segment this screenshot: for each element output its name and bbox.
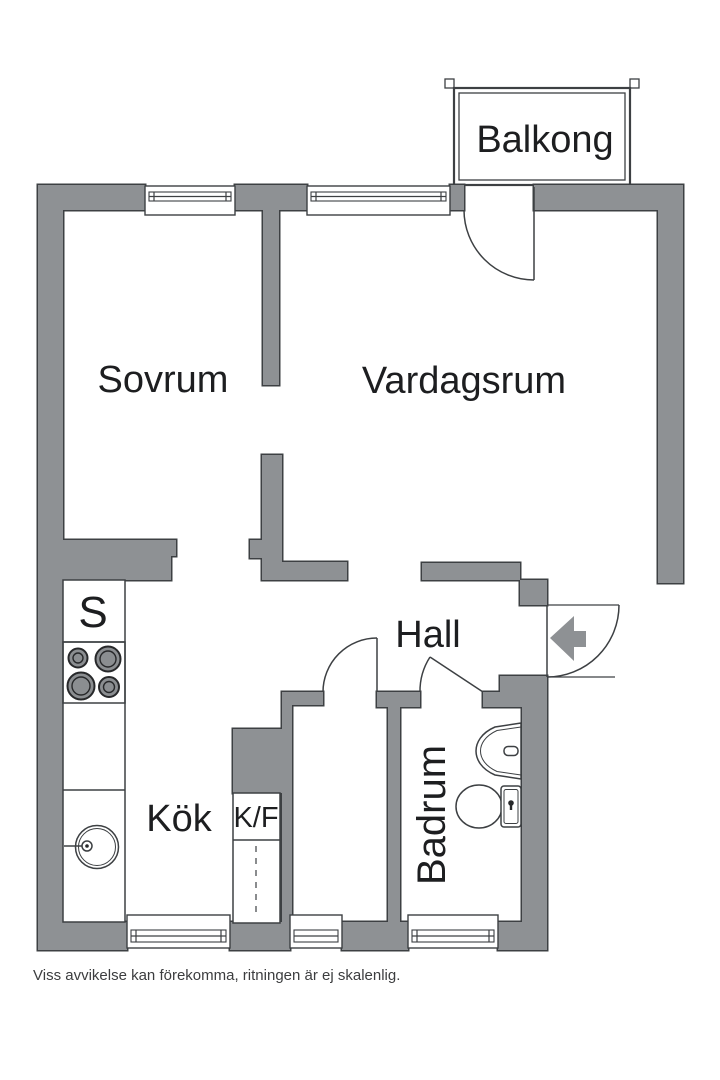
walls-fill: [38, 185, 683, 950]
balcony-railing-inner: [458, 92, 626, 181]
bathroom-fixtures: [455, 722, 522, 829]
window-closet-bottom: [289, 914, 343, 949]
room-label-bathroom: Badrum: [410, 745, 454, 885]
room-label-balcony: Balkong: [476, 119, 613, 161]
fridge-freezer: [232, 792, 281, 924]
balcony-railing-outer: [452, 86, 632, 187]
washbasin: [475, 722, 522, 780]
doors: [322, 187, 620, 693]
kitchen-fixtures: [62, 579, 281, 924]
label-fridge-freezer: K/F: [233, 802, 278, 834]
room-label-bedroom: Sovrum: [98, 359, 229, 401]
room-labels: Balkong Sovrum Vardagsrum Hall Kök Badru…: [78, 119, 613, 885]
room-label-hall: Hall: [395, 614, 460, 656]
balcony-door: [463, 187, 535, 281]
stove-burners: [66, 645, 122, 701]
room-label-kitchen: Kök: [146, 798, 212, 840]
stove: [62, 641, 126, 704]
window-bathroom-bottom: [407, 914, 499, 949]
windows: [126, 185, 499, 949]
window-bedroom-top: [144, 185, 236, 216]
window-kitchen-bottom: [126, 914, 231, 949]
entrance-arrow-icon: [550, 616, 586, 661]
disclaimer-text: Viss avvikelse kan förekomma, ritningen …: [33, 967, 401, 984]
balcony-corner-tick-right: [629, 78, 640, 89]
label-closet: S: [78, 588, 107, 637]
room-label-living-room: Vardagsrum: [362, 360, 566, 402]
balcony-railing: [444, 78, 640, 187]
toilet: [455, 784, 522, 829]
window-livingroom-top: [306, 185, 451, 216]
walls: [36, 183, 685, 952]
bathroom-door: [419, 656, 484, 693]
hall-closet-door: [322, 637, 378, 693]
kitchen-sink: [64, 824, 120, 870]
entrance-door: [546, 604, 620, 678]
balcony-corner-tick-left: [444, 78, 455, 89]
